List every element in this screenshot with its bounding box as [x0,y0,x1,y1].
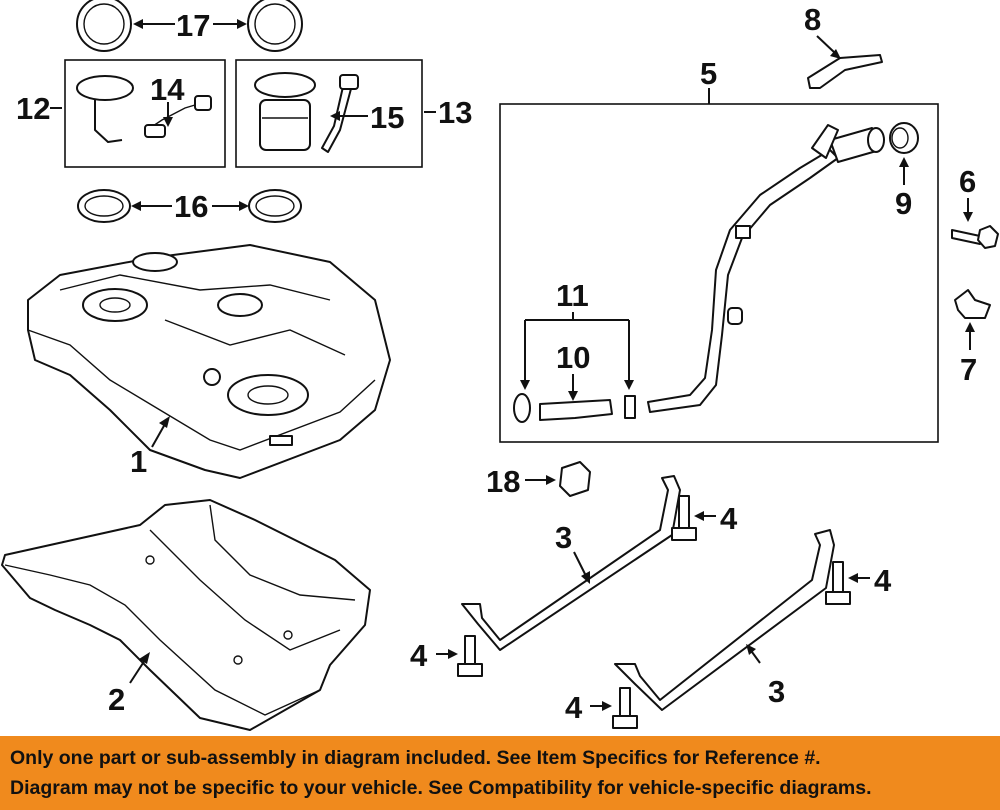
disclaimer-banner: Only one part or sub-assembly in diagram… [0,736,1000,810]
connector-18 [559,461,591,497]
leader-1 [151,423,166,448]
leader-2 [129,659,146,684]
filler-cap [889,122,919,154]
callout-4c: 4 [410,638,428,673]
leader-3-upper [573,551,587,577]
tank-strap-lower [614,529,835,711]
arrowhead [694,511,704,521]
arrowhead [746,644,756,655]
sender-unit [76,75,212,143]
callout-17: 17 [176,8,210,43]
arrowhead [624,380,634,390]
callout-18: 18 [486,464,520,499]
arrowhead [139,652,150,664]
callout-12: 12 [16,91,50,126]
callout-4a: 4 [720,501,738,536]
callout-13: 13 [438,95,472,130]
arrowhead [237,19,247,29]
strap-bolt-b [825,561,851,605]
strap-bolt-a [671,495,697,541]
callout-4b: 4 [874,563,892,598]
tank-strap-upper [461,475,681,651]
hose-and-clamps [513,393,636,423]
arrowhead [581,571,590,584]
leader-3-lower [751,651,761,664]
lock-ring-pair [76,0,303,52]
fuel-pump-module [254,72,359,153]
box-13 [235,59,423,168]
arrowhead [899,157,909,167]
strap-bolt-c [457,635,483,677]
callout-11: 11 [556,278,589,313]
arrowhead [568,391,578,401]
callout-3-upper: 3 [555,520,572,555]
callout-1: 1 [130,444,147,479]
box-5 [499,103,939,443]
clip-7 [954,289,991,319]
box-12 [64,59,226,168]
arrowhead [159,416,170,428]
callout-14: 14 [150,72,185,107]
arrowhead [963,212,973,222]
disclaimer-line-1: Only one part or sub-assembly in diagram… [10,747,821,769]
callout-6: 6 [959,164,976,199]
arrowhead [448,649,458,659]
arrowhead [239,201,249,211]
disclaimer-line-2: Diagram may not be specific to your vehi… [10,777,872,799]
callout-5: 5 [700,56,717,91]
fuel-tank [27,244,391,479]
arrowhead [546,475,556,485]
bracket-8 [807,54,883,89]
arrowhead [830,49,841,59]
arrowhead [163,117,173,127]
callout-16: 16 [174,189,208,224]
callout-8: 8 [804,2,821,37]
arrowhead [520,380,530,390]
callout-7: 7 [960,352,977,387]
arrowhead [965,322,975,332]
callout-2: 2 [108,682,125,717]
callout-15: 15 [370,100,404,135]
arrowhead [848,573,858,583]
callout-9: 9 [895,186,912,221]
callout-4d: 4 [565,690,583,725]
fuel-system-exploded-diagram: 17 12 14 15 13 16 [1,0,999,731]
heat-shield [1,499,371,731]
arrowhead [330,111,340,121]
callout-10: 10 [556,340,590,375]
bolt-6 [951,225,999,249]
arrowhead [131,201,141,211]
arrowhead [133,19,143,29]
callout-3-lower: 3 [768,674,785,709]
leader-8 [816,35,836,54]
strap-bolt-d [612,687,638,729]
filler-pipe [647,124,885,413]
arrowhead [602,701,612,711]
